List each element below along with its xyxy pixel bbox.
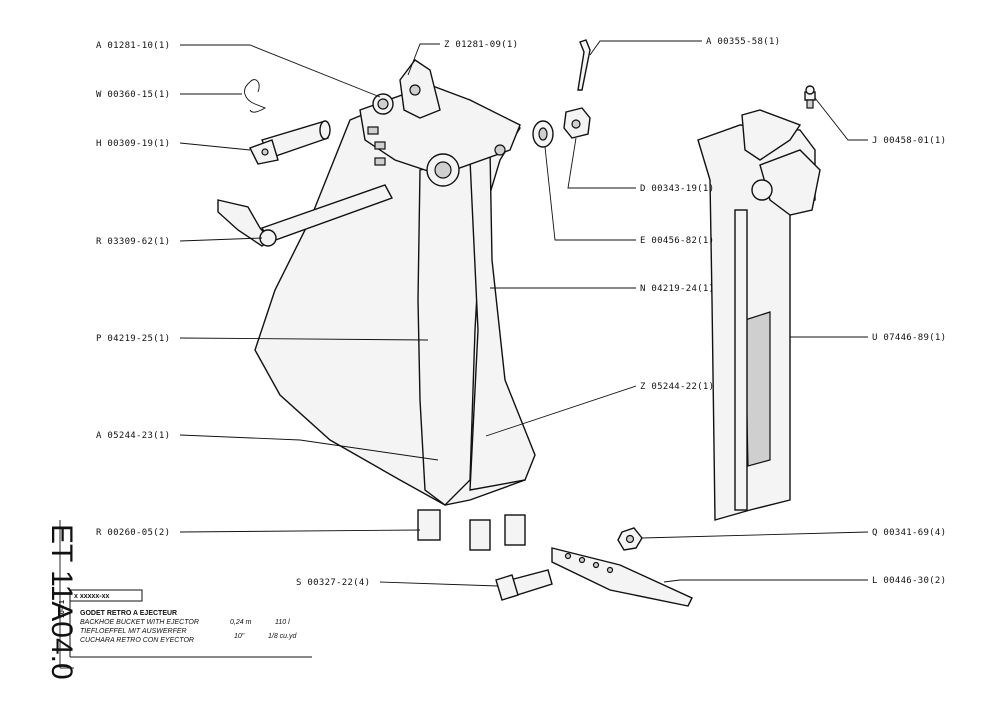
key-3	[374, 157, 386, 166]
label-z01281-09: Z 01281-09(1)	[444, 40, 518, 50]
label-a00355-58: A 00355-58(1)	[706, 37, 780, 47]
label-p04219-25: P 04219-25(1)	[96, 334, 170, 344]
document-code: ET 11A04.0	[45, 524, 78, 680]
ejector	[697, 109, 821, 521]
bucket-side-plate	[417, 159, 481, 506]
label-l00446-30: L 00446-30(2)	[872, 576, 946, 586]
title-block-line-en: BACKHOE BUCKET WITH EJECTOR	[80, 619, 199, 626]
locking-pin-hole	[261, 148, 269, 156]
document-code-block: ET 11A04.0 10-71	[45, 520, 78, 680]
label-s00327-22: S 00327-22(4)	[296, 578, 370, 588]
label-r00260-05: R 00260-05(2)	[96, 528, 170, 538]
washer	[532, 120, 554, 148]
pin-boss-bore	[434, 161, 452, 179]
title-block-line-fr: GODET RETRO A EJECTEUR	[80, 610, 177, 617]
label-e00456-82: E 00456-82(1)	[640, 236, 714, 246]
ejector-lug	[759, 149, 821, 216]
label-d00343-19: D 00343-19(1)	[640, 184, 714, 194]
title-block-ref: x xxxxx-xx	[74, 593, 110, 600]
ejector-slot	[744, 311, 771, 467]
leader-lines	[179, 40, 869, 587]
bracket-hole-right	[494, 144, 506, 156]
title-block-line-es: CUCHARA RETRO CON EYECTOR	[80, 637, 194, 644]
tooth-mount-mid	[469, 519, 491, 551]
label-w00360-15: W 00360-15(1)	[96, 90, 170, 100]
bucket-assembly	[254, 59, 536, 551]
bracket-eye-upper-bore	[377, 98, 389, 110]
ejector-top-frame	[741, 109, 802, 161]
capacity-litres: 110 l	[275, 619, 290, 626]
pivot-pin	[217, 184, 394, 247]
tooth	[551, 547, 693, 607]
key-1	[367, 126, 379, 135]
capacity-yard: 1/8 cu.yd	[268, 633, 298, 640]
label-r03309-62: R 03309-62(1)	[96, 237, 170, 247]
cotter-pin	[577, 39, 591, 91]
grease-nipple	[804, 85, 816, 109]
pin-head	[259, 229, 277, 247]
locking-pin	[249, 120, 331, 165]
tooth-mount-right	[504, 514, 526, 546]
capacity-metric: 0,24 m	[230, 619, 252, 626]
r-clip	[244, 79, 267, 113]
locking-pin-end	[319, 120, 331, 140]
nut	[617, 527, 643, 551]
label-z05244-22: Z 05244-22(1)	[640, 382, 714, 392]
bucket-rib	[469, 148, 536, 491]
label-q00341-69: Q 00341-69(4)	[872, 528, 946, 538]
label-u07446-89: U 07446-89(1)	[872, 333, 946, 343]
label-j00458-01: J 00458-01(1)	[872, 136, 946, 146]
part-labels: A 01281-10(1) Z 01281-09(1) A 00355-58(1…	[96, 37, 946, 588]
castle-nut	[563, 107, 591, 139]
bolt	[495, 569, 553, 601]
ejector-rib	[734, 209, 748, 511]
label-a05244-23: A 05244-23(1)	[96, 431, 170, 441]
label-a01281-10: A 01281-10(1)	[96, 41, 170, 51]
document-date: 10-71	[59, 600, 66, 618]
key-2	[374, 141, 386, 150]
label-n04219-24: N 04219-24(1)	[640, 284, 714, 294]
title-block: x xxxxx-xx GODET RETRO A EJECTEUR BACKHO…	[69, 589, 312, 658]
label-h00309-19: H 00309-19(1)	[96, 139, 170, 149]
bracket-ear-bore	[409, 84, 421, 96]
ejector-pivot	[751, 179, 773, 201]
tooth-mount-left	[417, 509, 441, 541]
title-block-line-de: TIEFLOEFFEL MIT AUSWERFER	[80, 628, 187, 635]
width-inch: 10"	[234, 633, 245, 640]
